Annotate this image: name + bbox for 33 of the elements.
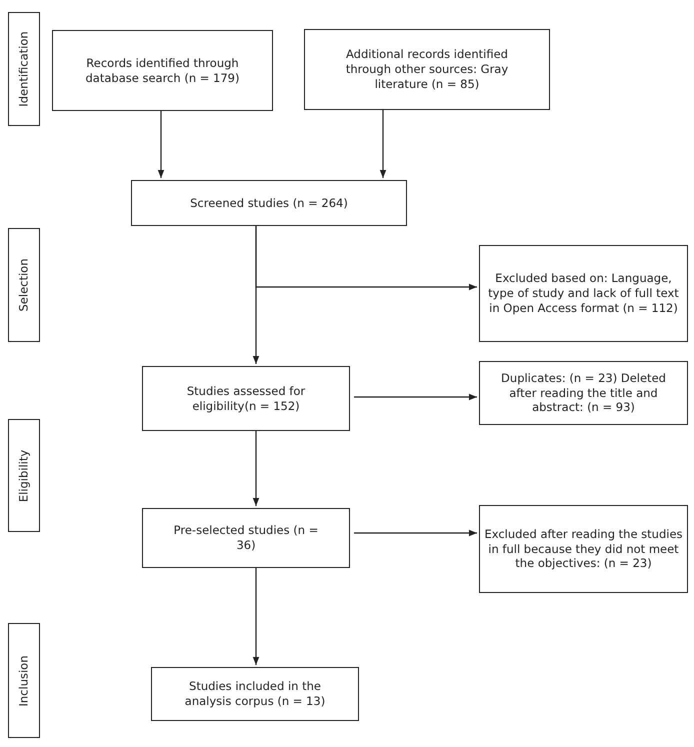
process-box — [142, 366, 350, 431]
stage-label: Eligibility — [16, 449, 32, 502]
stage-box — [8, 419, 40, 532]
arrow — [354, 530, 477, 536]
arrow — [380, 110, 386, 178]
box-text: Pre-selected studies (n = 36) — [173, 523, 319, 553]
arrow — [158, 111, 164, 178]
arrow — [252, 568, 260, 665]
process-box — [131, 180, 407, 226]
process-box — [142, 508, 350, 568]
box-text: Studies assessed for eligibility(n = 152) — [186, 384, 306, 414]
arrow — [252, 431, 260, 506]
process-box — [479, 505, 688, 593]
box-text: Studies included in the analysis corpus (n = 13) — [184, 679, 326, 709]
stage-box — [8, 12, 40, 126]
box-text: Excluded based on: Language, type of study and lack of full text in Open Access format (n = 112) — [487, 271, 680, 316]
box-text: Excluded after reading the studies in full because they did not meet the objectives: (n = 23) — [484, 526, 683, 572]
box-text: Duplicates: (n = 23) Deleted after reading the title and abstract: (n = 93) — [500, 370, 667, 416]
box-text: Screened studies (n = 264) — [190, 196, 348, 210]
stage-box — [8, 623, 40, 738]
arrow — [354, 394, 477, 400]
process-box — [52, 30, 273, 111]
stage-label: Inclusion — [16, 655, 32, 706]
process-box — [479, 361, 688, 425]
box-text: Records identified through database search (n = 179) — [84, 56, 240, 86]
stage-label: Identification — [16, 31, 32, 107]
stage-label: Selection — [16, 258, 32, 312]
box-text: Additional records identified through other sources: Gray literature (n = 85) — [344, 47, 510, 92]
process-box — [151, 667, 359, 721]
stage-box — [8, 228, 40, 342]
process-box — [479, 245, 688, 342]
arrow — [252, 226, 260, 364]
process-box — [304, 29, 550, 110]
